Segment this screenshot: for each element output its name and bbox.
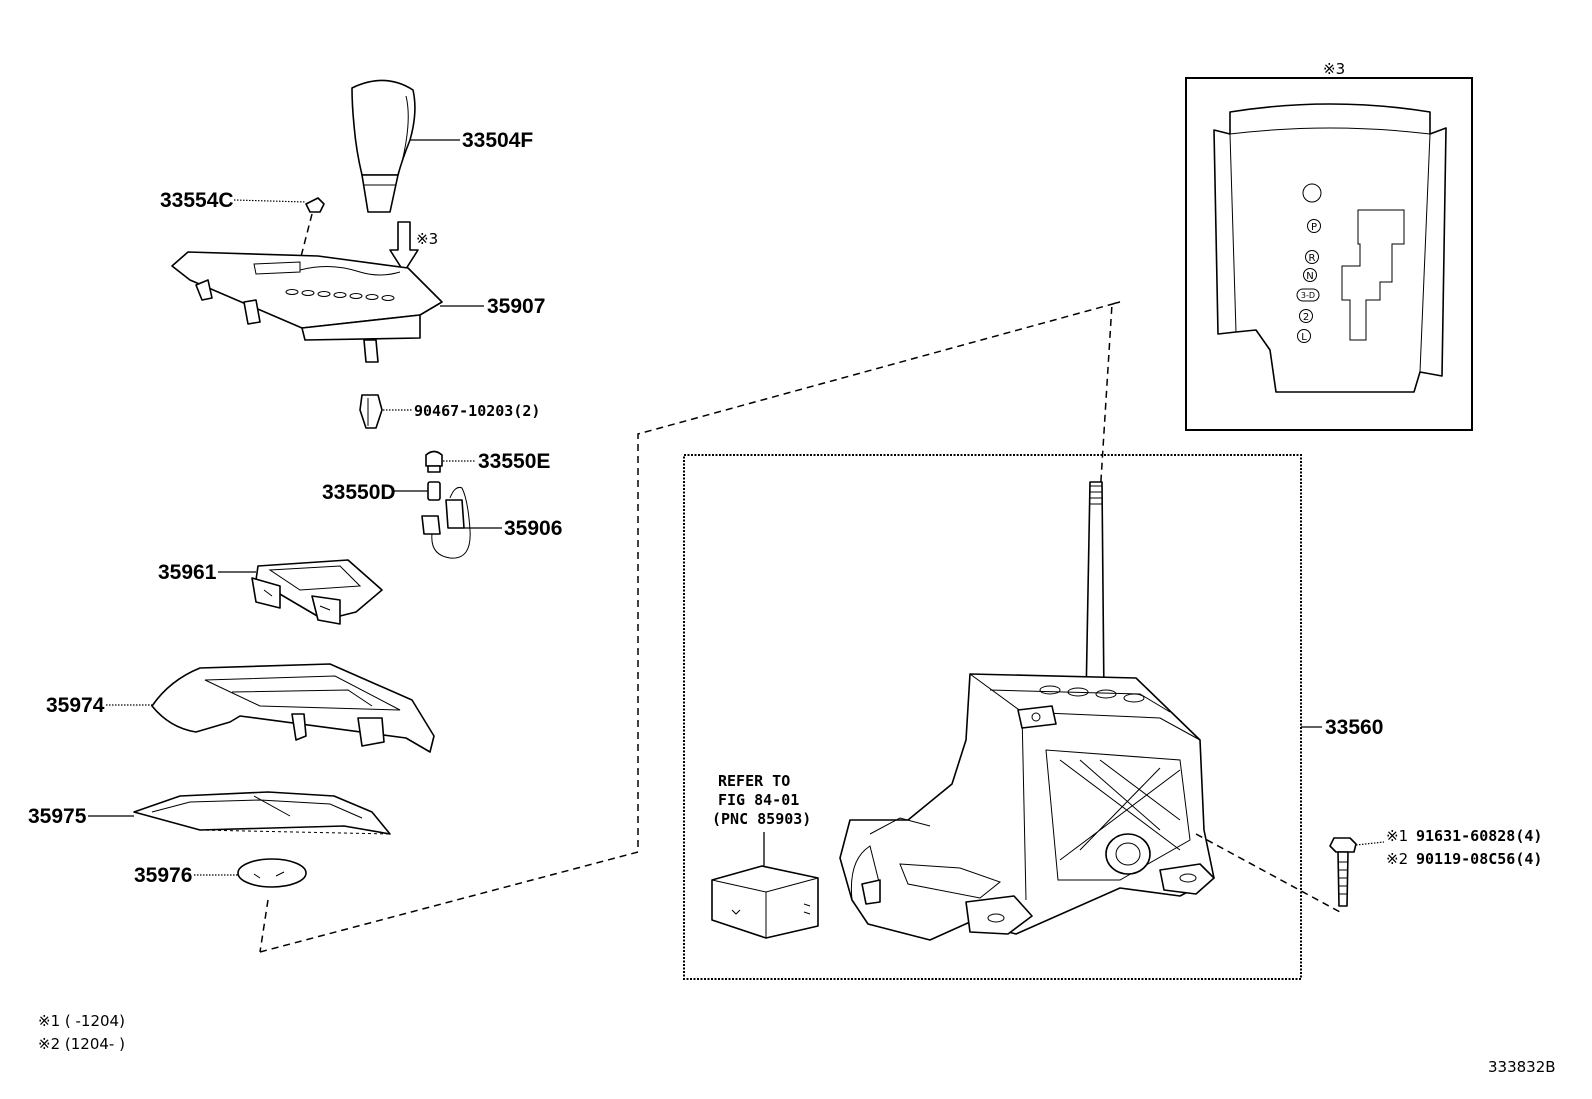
gear-P: P — [1311, 222, 1317, 233]
plate-part — [133, 791, 391, 835]
part-label-90467-10203: 90467-10203(2) — [414, 402, 540, 420]
marker-1-bolt: ※1 — [1386, 827, 1408, 845]
shift-assembly-box — [683, 454, 1302, 980]
inset-box — [1185, 77, 1473, 431]
diagram-id: 333832B — [1488, 1058, 1556, 1076]
shift-lever-assembly-part — [839, 481, 1215, 941]
part-label-90119-08C56: 90119-08C56(4) — [1416, 850, 1542, 868]
part-label-33550D: 33550D — [322, 481, 396, 504]
gear-2: 2 — [1303, 312, 1309, 323]
bracket-part — [251, 559, 383, 625]
refer-line-1: REFER TO — [718, 772, 790, 790]
part-label-35974: 35974 — [46, 694, 105, 717]
part-label-35975: 35975 — [28, 805, 87, 828]
cap-part — [237, 858, 307, 888]
marker-2-bolt: ※2 — [1386, 850, 1408, 868]
part-label-91631-60828: 91631-60828(4) — [1416, 827, 1542, 845]
refer-line-3: (PNC 85903) — [712, 810, 811, 828]
part-label-35976: 35976 — [134, 864, 192, 887]
gear-L: L — [1301, 332, 1307, 343]
indicator-housing-part — [171, 251, 443, 363]
part-label-33504F: 33504F — [462, 129, 533, 152]
part-label-35907: 35907 — [487, 295, 545, 318]
part-label-33554C: 33554C — [160, 189, 234, 212]
legend-note-2: ※2 (1204- ) — [38, 1035, 125, 1053]
gear-R: R — [1309, 253, 1316, 264]
control-unit-part — [711, 865, 819, 939]
clip-pair-part — [359, 394, 383, 429]
gear-N: N — [1306, 271, 1313, 282]
clip-33554C-part — [305, 197, 325, 213]
inset-marker-3: ※3 — [1323, 60, 1345, 78]
legend-note-1: ※1 ( -1204) — [38, 1012, 125, 1030]
arrow-down-icon — [389, 221, 419, 273]
part-label-33550E: 33550E — [478, 450, 550, 473]
bolt-dash-line — [1195, 833, 1341, 913]
indicator-plate-part — [1213, 103, 1447, 393]
part-label-33560: 33560 — [1325, 716, 1383, 739]
wire-harness-part — [421, 487, 471, 559]
socket-part — [427, 481, 441, 501]
gear-position-indicators: P R N 3-D 2 L — [1296, 219, 1321, 343]
lower-cover-part — [151, 663, 435, 753]
part-label-35961: 35961 — [158, 561, 217, 584]
refer-line-2: FIG 84-01 — [718, 791, 799, 809]
gear-3-D: 3-D — [1301, 291, 1315, 300]
cap-dash-line — [259, 899, 269, 953]
assembly-dash-line — [259, 301, 1121, 953]
part-label-35906: 35906 — [504, 517, 562, 540]
bulb-part — [425, 450, 443, 473]
shift-knob-part — [351, 79, 416, 213]
marker-3-arrow: ※3 — [416, 230, 438, 248]
bolt-part — [1329, 837, 1357, 907]
